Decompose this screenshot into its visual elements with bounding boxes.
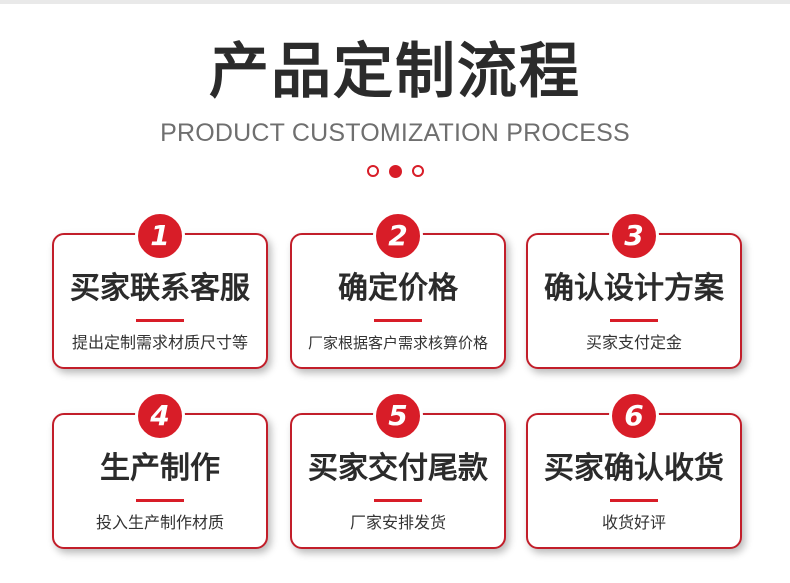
step-title: 买家联系客服: [70, 271, 250, 306]
step-description: 厂家安排发货: [349, 513, 446, 532]
carousel-dot-active[interactable]: [388, 165, 402, 178]
step-card-4: 4 生产制作 投入生产制作材质: [52, 391, 268, 549]
page-subtitle: PRODUCT CUSTOMIZATION PROCESS: [160, 119, 630, 147]
step-card-1: 1 买家联系客服 提出定制需求材质尺寸等: [52, 211, 268, 369]
step-number-badge: 6: [609, 391, 659, 441]
step-divider: [610, 499, 658, 502]
step-divider: [136, 499, 184, 502]
step-divider: [374, 319, 422, 322]
step-number-badge: 5: [373, 391, 423, 441]
carousel-dot[interactable]: [366, 165, 379, 177]
page-title: 产品定制流程: [209, 37, 581, 107]
step-title: 生产制作: [100, 451, 220, 486]
step-divider: [136, 319, 184, 322]
carousel-indicator: [0, 165, 790, 178]
step-title: 买家确认收货: [544, 451, 724, 486]
step-card-5: 5 买家交付尾款 厂家安排发货: [290, 391, 506, 549]
step-divider: [610, 319, 658, 322]
step-title: 确认设计方案: [544, 271, 724, 306]
step-number-badge: 3: [609, 211, 659, 261]
step-divider: [374, 499, 422, 502]
step-card-2: 2 确定价格 厂家根据客户需求核算价格: [290, 211, 506, 369]
step-description: 收货好评: [601, 513, 666, 532]
carousel-dot[interactable]: [411, 165, 424, 177]
step-description: 厂家根据客户需求核算价格: [307, 334, 488, 352]
step-description: 买家支付定金: [585, 333, 682, 352]
step-description: 提出定制需求材质尺寸等: [71, 333, 248, 352]
step-card-3: 3 确认设计方案 买家支付定金: [526, 211, 742, 369]
step-number-badge: 1: [135, 211, 185, 261]
step-card-6: 6 买家确认收货 收货好评: [526, 391, 742, 549]
top-divider: [0, 0, 790, 4]
step-number-badge: 4: [135, 391, 185, 441]
step-title: 确定价格: [338, 271, 458, 306]
step-number-badge: 2: [373, 211, 423, 261]
step-title: 买家交付尾款: [308, 451, 488, 486]
step-description: 投入生产制作材质: [95, 513, 224, 532]
